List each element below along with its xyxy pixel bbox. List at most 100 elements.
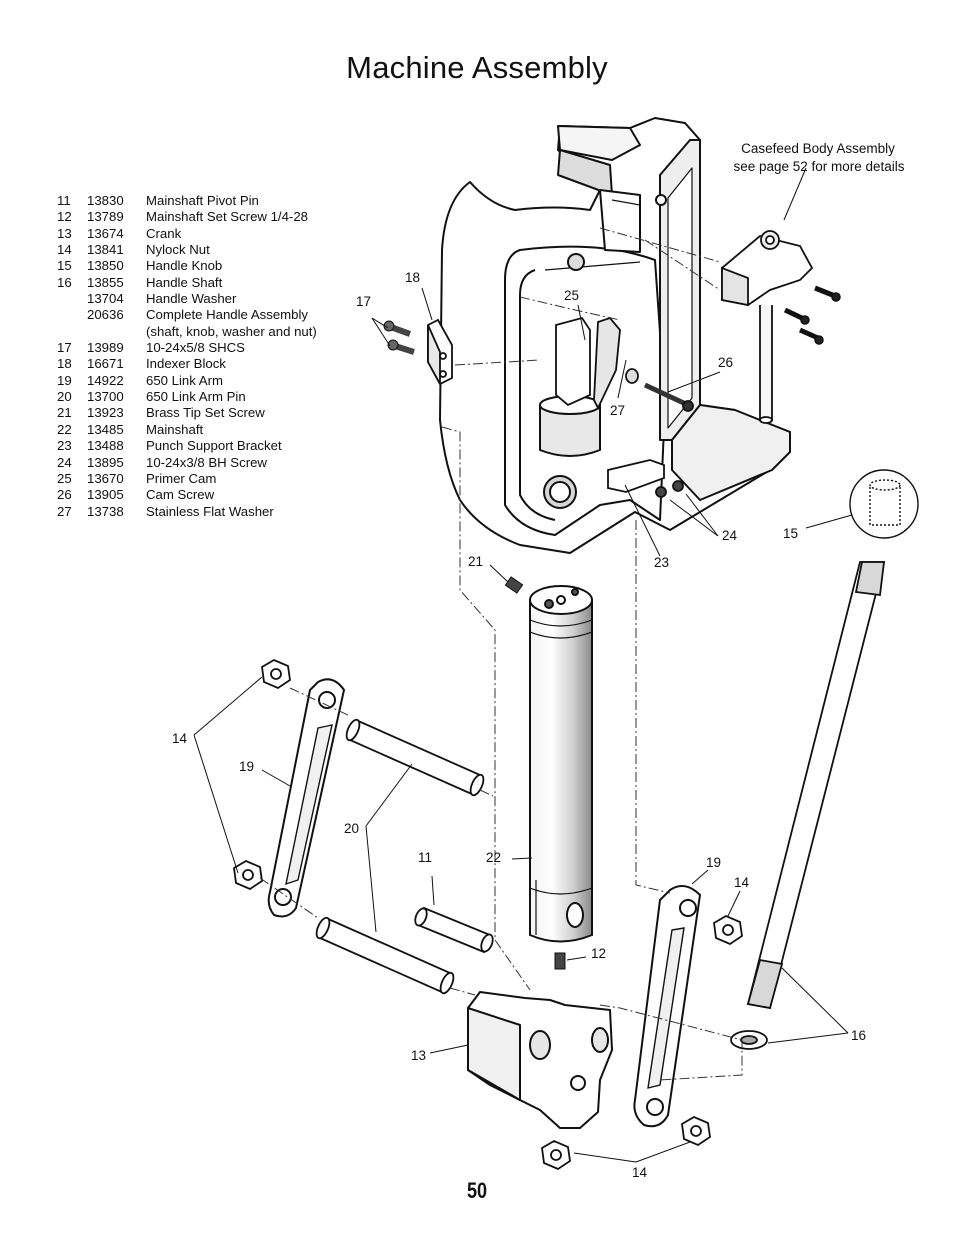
parts-list-desc: (shaft, knob, washer and nut) <box>146 323 317 339</box>
nut-2 <box>233 859 263 891</box>
parts-list-part: 13989 <box>87 340 124 356</box>
callout-27: 27 <box>610 403 625 418</box>
parts-list-part: 13485 <box>87 421 124 437</box>
callout-23: 23 <box>654 555 669 570</box>
handle-shaft <box>746 561 886 1010</box>
parts-list-desc: Cam Screw <box>146 487 215 503</box>
shcs-screws <box>383 320 415 355</box>
parts-list-desc: 650 Link Arm Pin <box>146 389 246 405</box>
nut-5 <box>541 1139 571 1171</box>
parts-list-row: 25 13670 Primer Cam <box>57 471 317 487</box>
assembly-centerlines <box>259 227 743 1081</box>
callout-25: 25 <box>564 288 579 303</box>
casefeed-note: Casefeed Body Assembly see page 52 for m… <box>733 141 904 174</box>
parts-list-part: 16671 <box>87 356 124 372</box>
parts-list-row: 18 16671 Indexer Block <box>57 356 317 372</box>
parts-list-num: 13 <box>57 225 72 241</box>
parts-list-row: 14 13841 Nylock Nut <box>57 242 317 258</box>
callout-17: 17 <box>356 294 371 309</box>
parts-list-part: 13670 <box>87 470 124 486</box>
parts-list-desc: Crank <box>146 225 182 241</box>
callout-12: 12 <box>591 946 606 961</box>
callout-14a: 14 <box>172 731 188 746</box>
parts-list-row: 16 13855 Handle Shaft <box>57 275 317 291</box>
parts-list-desc: Brass Tip Set Screw <box>146 405 265 421</box>
parts-list-part: 13700 <box>87 389 124 405</box>
note-line-2: see page 52 for more details <box>733 159 904 174</box>
parts-list-row: 22 13485 Mainshaft <box>57 422 317 438</box>
mainshaft-set-screw <box>554 952 566 970</box>
callout-21: 21 <box>468 554 483 569</box>
link-arm-pin-upper <box>345 718 485 797</box>
parts-list-num: 25 <box>57 470 72 486</box>
parts-list-desc: Handle Washer <box>146 291 237 307</box>
note-line-1: Casefeed Body Assembly <box>741 141 895 156</box>
parts-list-num: 18 <box>57 356 72 372</box>
parts-list-desc: 10-24x5/8 SHCS <box>146 340 245 356</box>
parts-list-desc: Punch Support Bracket <box>146 438 282 454</box>
mainshaft <box>529 585 593 943</box>
parts-list-num: 15 <box>57 258 72 274</box>
parts-list-part: 14922 <box>87 372 124 388</box>
callout-15: 15 <box>783 526 798 541</box>
callout-20: 20 <box>344 821 359 836</box>
parts-list-row: 13704 Handle Washer <box>57 291 317 307</box>
callout-18: 18 <box>405 270 420 285</box>
parts-list-part: 13830 <box>87 193 124 208</box>
parts-list-part: 13850 <box>87 258 124 274</box>
parts-list-desc: Mainshaft Pivot Pin <box>146 193 259 208</box>
link-arm-right <box>633 885 702 1128</box>
parts-list-desc: Complete Handle Assembly <box>146 307 308 323</box>
nut-3 <box>713 914 743 946</box>
crank <box>467 991 613 1129</box>
callout-14c: 14 <box>632 1165 648 1180</box>
parts-list-part: 13704 <box>87 291 124 307</box>
parts-list-part: 13789 <box>87 209 124 225</box>
parts-list-num: 23 <box>57 438 72 454</box>
parts-list-desc: 650 Link Arm <box>146 372 223 388</box>
callout-24: 24 <box>722 528 738 543</box>
parts-list-desc: 10-24x3/8 BH Screw <box>146 454 267 470</box>
parts-list-desc: Mainshaft Set Screw 1/4-28 <box>146 209 308 225</box>
parts-list-desc: Nylock Nut <box>146 242 210 258</box>
parts-list-desc: Mainshaft <box>146 421 204 437</box>
callout-16: 16 <box>851 1028 866 1043</box>
parts-list-num: 22 <box>57 421 72 437</box>
parts-list-desc: Primer Cam <box>146 470 217 486</box>
punch-support-bracket <box>607 459 684 498</box>
handle-washer <box>730 1030 768 1050</box>
parts-list-desc: Indexer Block <box>146 356 226 372</box>
parts-list-num: 16 <box>57 274 72 290</box>
callout-19a: 19 <box>239 759 254 774</box>
callout-22: 22 <box>486 850 501 865</box>
parts-list-num: 19 <box>57 372 72 388</box>
parts-list-num: 27 <box>57 503 72 519</box>
nut-4 <box>681 1115 711 1147</box>
callout-labels: 18 17 25 26 27 24 23 15 21 14 19 20 11 2… <box>172 270 866 1180</box>
parts-list-num: 14 <box>57 242 72 258</box>
casefeed-screws <box>783 285 841 345</box>
mainshaft-pivot-pin <box>414 906 494 954</box>
brass-tip-set-screw <box>504 576 524 594</box>
page-number: 50 <box>466 1178 488 1203</box>
parts-list-desc: Handle Shaft <box>146 274 223 290</box>
callout-11: 11 <box>418 850 432 865</box>
parts-list-part: 20636 <box>87 307 124 323</box>
parts-list-part: 13855 <box>87 274 124 290</box>
parts-list-num: 24 <box>57 454 72 470</box>
indexer-block <box>427 318 453 386</box>
nut-1 <box>261 658 291 690</box>
parts-list-part: 13841 <box>87 242 124 258</box>
link-arm-pin-lower <box>315 916 455 995</box>
